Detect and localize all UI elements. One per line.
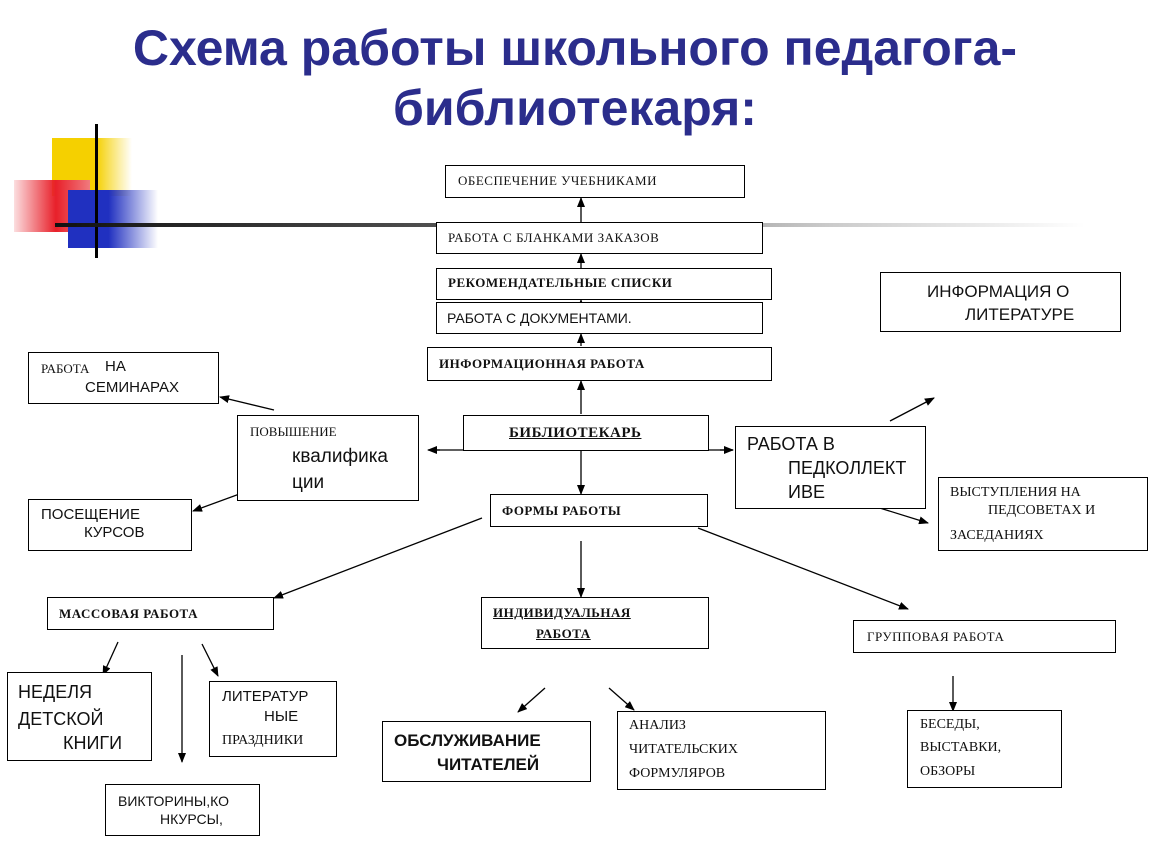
label-line-1: ИНДИВИДУАЛЬНАЯ: [493, 605, 631, 620]
arrow-to-nedelya: [102, 641, 119, 676]
label: РАБОТА С ДОКУМЕНТАМИ.: [447, 310, 632, 326]
label-line-1: БЕСЕДЫ,: [920, 717, 980, 732]
box-rabota-na-seminarah: РАБОТА НА СЕМИНАРАХ: [28, 352, 219, 404]
deco-blue-square: [68, 190, 158, 248]
label-line-1: РАБОТА В: [747, 434, 835, 454]
label-line-1: НЕДЕЛЯ: [18, 682, 93, 702]
label-line-2: квалифика: [292, 446, 389, 467]
label-line-1b: НА: [105, 358, 126, 375]
box-analiz-chitatelskih-formulyarov: АНАЛИЗ ЧИТАТЕЛЬСКИХ ФОРМУЛЯРОВ: [617, 711, 826, 790]
box-literaturnye-prazdniki: ЛИТЕРАТУР НЫЕ ПРАЗДНИКИ: [209, 681, 337, 757]
label-line-2: ПЕДСОВЕТАХ И: [988, 503, 1096, 518]
label-line-1: ПОСЕЩЕНИЕ: [41, 506, 140, 523]
label-line-3: КНИГИ: [63, 733, 123, 753]
label: ИНФОРМАЦИОННАЯ РАБОТА: [439, 356, 645, 371]
label-line-3: ИВЕ: [788, 482, 825, 502]
label-line-1: ОБСЛУЖИВАНИЕ: [394, 731, 541, 750]
box-bibliotekar: БИБЛИОТЕКАРЬ: [463, 415, 709, 451]
label: БИБЛИОТЕКАРЬ: [509, 425, 642, 441]
arrow-to-seminary: [219, 395, 275, 411]
label-line-2: СЕМИНАРАХ: [85, 379, 179, 396]
label: РАБОТА С БЛАНКАМИ ЗАКАЗОВ: [448, 230, 660, 245]
arrow-to-obsluzh: [517, 687, 546, 713]
arrow-to-inform-lit: [889, 397, 935, 422]
label-line-1: ИНФОРМАЦИЯ О: [927, 282, 1070, 301]
label-line-2: ПЕДКОЛЛЕКТ: [788, 458, 907, 478]
label-line-1: ПОВЫШЕНИЕ: [250, 424, 337, 439]
label-line-2: ВЫСТАВКИ,: [920, 740, 1002, 755]
label: ФОРМЫ РАБОТЫ: [502, 503, 622, 518]
label-line-1: РАБОТА: [41, 361, 90, 376]
label-line-3: ФОРМУЛЯРОВ: [629, 766, 726, 781]
label-line-2: ЧИТАТЕЛЬСКИХ: [629, 742, 738, 757]
label-line-2: РАБОТА: [536, 626, 591, 641]
label-line-3: ОБЗОРЫ: [920, 764, 976, 779]
box-nedelya-detskoy-knigi: НЕДЕЛЯ ДЕТСКОЙ КНИГИ: [7, 672, 152, 761]
box-besedy-vystavki-obzory: БЕСЕДЫ, ВЫСТАВКИ, ОБЗОРЫ: [907, 710, 1062, 788]
label-line-2: КУРСОВ: [84, 524, 145, 541]
box-massovaya-rabota: МАССОВАЯ РАБОТА: [47, 597, 274, 630]
label-line-1: АНАЛИЗ: [629, 718, 686, 733]
label-line-3: ции: [292, 472, 325, 493]
label-line-1: ВИКТОРИНЫ,КО: [118, 793, 230, 809]
label-line-3: ЗАСЕДАНИЯХ: [950, 528, 1044, 543]
label-line-2: ДЕТСКОЙ: [18, 709, 104, 729]
box-informacionnaya-rabota: ИНФОРМАЦИОННАЯ РАБОТА: [427, 347, 772, 381]
box-obespechenie-uchebnikami: ОБЕСПЕЧЕНИЕ УЧЕБНИКАМИ: [445, 165, 745, 198]
box-rabota-s-dokumentami: РАБОТА С ДОКУМЕНТАМИ.: [436, 302, 763, 334]
box-rabota-s-blankami: РАБОТА С БЛАНКАМИ ЗАКАЗОВ: [436, 222, 763, 254]
arrow-to-gruppovaya: [697, 527, 909, 610]
box-obsluzhivanie-chitateley: ОБСЛУЖИВАНИЕ ЧИТАТЕЛЕЙ: [382, 721, 591, 782]
box-viktoriny-konkursy: ВИКТОРИНЫ,КО НКУРСЫ,: [105, 784, 260, 836]
label: МАССОВАЯ РАБОТА: [59, 606, 198, 621]
title-line-1: Схема работы школьного педагога-: [132, 20, 1018, 76]
label: ГРУППОВАЯ РАБОТА: [867, 629, 1005, 644]
box-gruppovaya-rabota: ГРУППОВАЯ РАБОТА: [853, 620, 1116, 653]
label-line-2: НЫЕ: [264, 708, 299, 725]
box-rabota-v-pedkollektive: РАБОТА В ПЕДКОЛЛЕКТ ИВЕ: [735, 426, 926, 509]
label-line-1: ВЫСТУПЛЕНИЯ НА: [950, 485, 1081, 500]
title-line-2: библиотекаря:: [393, 80, 757, 136]
label: РЕКОМЕНДАТЕЛЬНЫЕ СПИСКИ: [448, 275, 673, 290]
arrow-to-prazdniki: [201, 643, 219, 677]
label-line-1: ЛИТЕРАТУР: [222, 688, 309, 705]
diagram-title: Схема работы школьного педагога- библиот…: [0, 18, 1150, 138]
box-formy-raboty: ФОРМЫ РАБОТЫ: [490, 494, 708, 527]
label-line-2: ЛИТЕРАТУРЕ: [965, 305, 1075, 324]
box-vystupleniya-na-pedsovetah: ВЫСТУПЛЕНИЯ НА ПЕДСОВЕТАХ И ЗАСЕДАНИЯХ: [938, 477, 1148, 551]
box-povyshenie-kvalifikacii: ПОВЫШЕНИЕ квалифика ции: [237, 415, 419, 501]
arrow-to-massovaya: [273, 517, 483, 599]
deco-vertical-line: [95, 124, 98, 258]
label: ОБЕСПЕЧЕНИЕ УЧЕБНИКАМИ: [458, 173, 657, 188]
box-individualnaya-rabota: ИНДИВИДУАЛЬНАЯ РАБОТА: [481, 597, 709, 649]
label-line-2: ЧИТАТЕЛЕЙ: [437, 755, 540, 774]
label-line-2: НКУРСЫ,: [160, 811, 223, 827]
label-line-3: ПРАЗДНИКИ: [222, 733, 304, 748]
box-rekomendatelnye-spiski: РЕКОМЕНДАТЕЛЬНЫЕ СПИСКИ: [436, 268, 772, 300]
box-poseshchenie-kursov: ПОСЕЩЕНИЕ КУРСОВ: [28, 499, 192, 551]
arrow-to-analiz: [608, 687, 635, 711]
box-informaciya-o-literature: ИНФОРМАЦИЯ О ЛИТЕРАТУРЕ: [880, 272, 1121, 332]
